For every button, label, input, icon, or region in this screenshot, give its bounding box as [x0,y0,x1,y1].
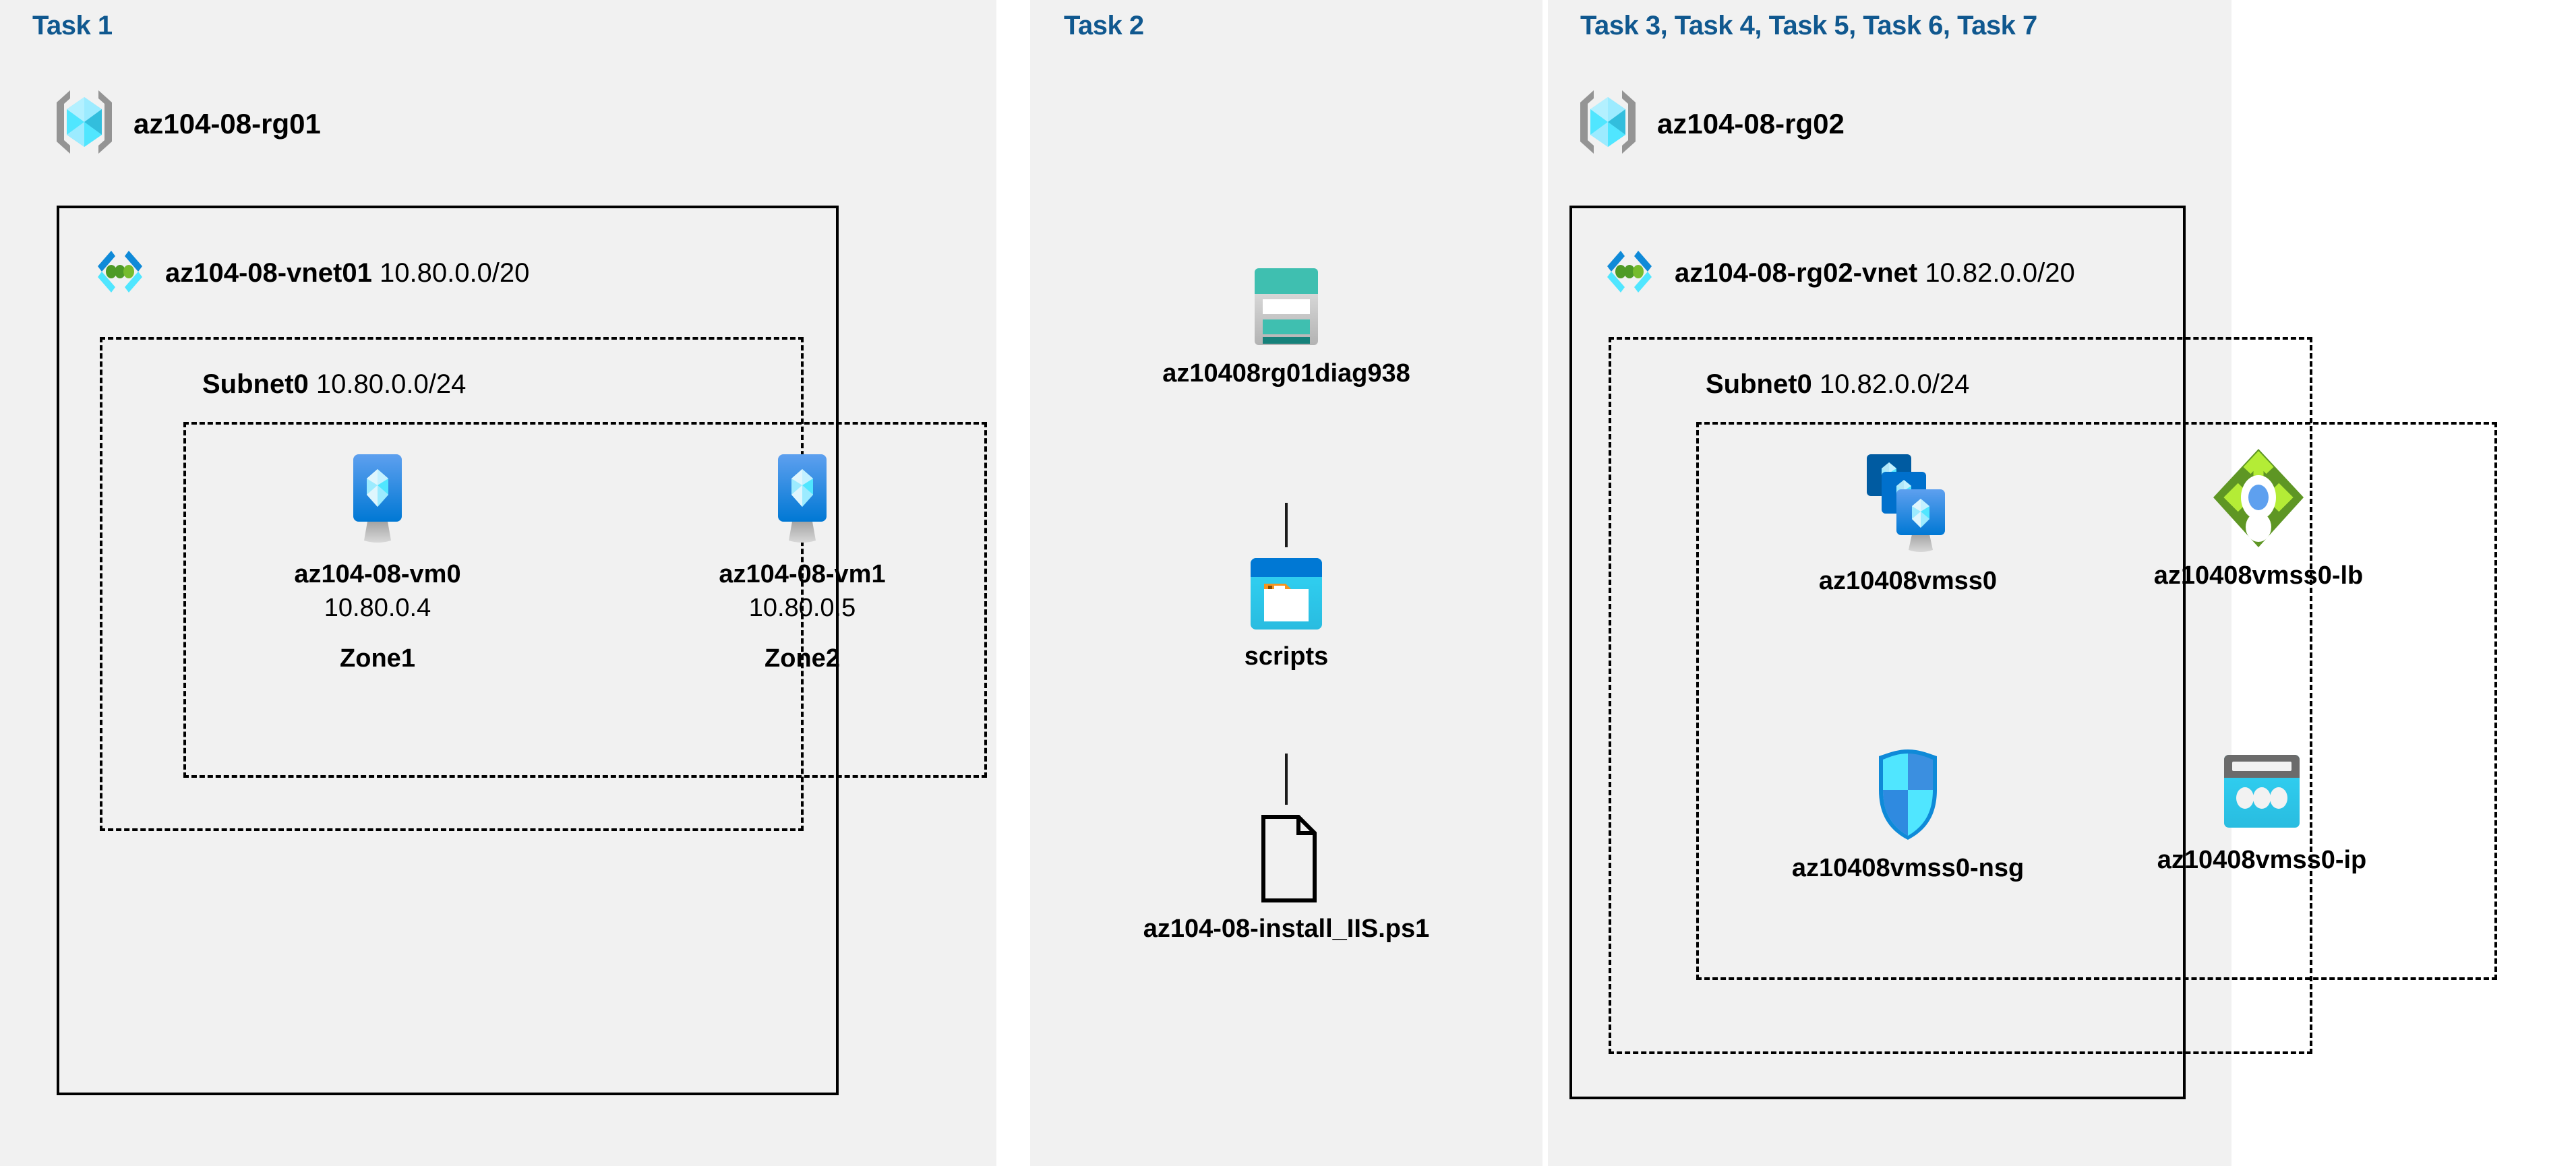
task2-blob-container[interactable]: scripts [1111,554,1462,673]
task1-vnet-cidr: 10.80.0.0/20 [379,258,530,288]
task1-subnet-name: Subnet0 [202,369,309,399]
task3-vmss[interactable]: az10408vmss0 [1760,450,2056,598]
vm-scale-set-icon [1760,450,2056,558]
task1-vnet-box [57,206,839,1095]
task1-vm-group-box [183,422,987,778]
task2-blob-container-name: scripts [1244,642,1329,671]
task2-title: Task 2 [1064,11,1144,40]
task3-resource-group: az104-08-rg02 [1576,86,1845,161]
task1-vm0[interactable]: az104-08-vm0 10.80.0.4 Zone1 [270,450,485,673]
task1-vm1-name: az104-08-vm1 [719,560,886,588]
task1-subnet-cidr: 10.80.0.0/24 [316,369,467,399]
task1-vm0-zone: Zone1 [340,644,415,673]
task2-script-file-name: az104-08-install_IIS.ps1 [1143,915,1430,943]
task3-load-balancer-name: az10408vmss0-lb [2153,561,2364,590]
task3-vnet-label: az104-08-rg02-vnet 10.82.0.0/20 [1675,258,2075,288]
task3-title: Task 3, Task 4, Task 5, Task 6, Task 7 [1580,11,2037,40]
resource-group-icon [53,86,116,161]
file-icon [1084,811,1489,906]
resource-group-icon [1576,86,1640,161]
virtual-network-icon [1600,243,1658,304]
virtual-machine-icon [694,450,910,551]
task1-resource-group: az104-08-rg01 [53,86,321,161]
virtual-machine-icon [270,450,485,551]
task3-subnet-label: Subnet0 10.82.0.0/24 [1706,369,1969,400]
virtual-network-icon [91,243,149,304]
network-security-group-icon [1746,744,2070,845]
task1-vnet-label: az104-08-vnet01 10.80.0.0/20 [165,258,529,288]
task3-public-ip[interactable]: az10408vmss0-ip [2117,749,2407,877]
task3-vnet-name: az104-08-rg02-vnet [1675,258,1918,288]
task3-subnet-box [1609,337,2312,1054]
task1-vnet-name: az104-08-vnet01 [165,258,372,288]
task1-title: Task 1 [32,11,113,40]
task1-vnet-header: az104-08-vnet01 10.80.0.0/20 [91,243,529,304]
public-ip-address-icon [2117,749,2407,837]
task1-vm0-name: az104-08-vm0 [294,560,461,588]
task1-subnet-box [100,337,804,831]
task2-storage-account[interactable]: az10408rg01diag938 [1111,263,1462,390]
task3-nsg-name: az10408vmss0-nsg [1791,854,2025,882]
load-balancer-icon [2110,445,2407,553]
task1-vm1[interactable]: az104-08-vm1 10.80.0.5 Zone2 [694,450,910,673]
task2-storage-account-name: az10408rg01diag938 [1162,359,1410,388]
task1-panel [0,0,996,1166]
task3-subnet-cidr: 10.82.0.0/24 [1819,369,1970,399]
task3-vmss-name: az10408vmss0 [1818,567,1998,595]
task1-subnet-label: Subnet0 10.80.0.0/24 [202,369,466,400]
task3-resource-group-box [1696,422,2497,980]
task1-vm1-zone: Zone2 [765,644,840,673]
blob-container-icon [1111,554,1462,634]
task3-vnet-cidr: 10.82.0.0/20 [1925,258,2075,288]
task2-script-file[interactable]: az104-08-install_IIS.ps1 [1084,811,1489,946]
task1-vm0-ip: 10.80.0.4 [324,593,431,622]
task3-subnet-name: Subnet0 [1706,369,1812,399]
task2-connector-container-to-file [1285,754,1288,805]
task3-load-balancer[interactable]: az10408vmss0-lb [2110,445,2407,592]
task3-panel [1548,0,2231,1166]
task3-public-ip-name: az10408vmss0-ip [2157,846,2367,874]
task3-nsg[interactable]: az10408vmss0-nsg [1746,744,2070,885]
task3-vnet-header: az104-08-rg02-vnet 10.82.0.0/20 [1600,243,2075,304]
task1-vm1-ip: 10.80.0.5 [748,593,856,622]
task3-vnet-box [1569,206,2186,1099]
storage-account-icon [1111,263,1462,350]
task2-connector-storage-to-container [1285,503,1288,547]
task1-resource-group-name: az104-08-rg01 [133,107,321,140]
task3-resource-group-name: az104-08-rg02 [1657,107,1845,140]
